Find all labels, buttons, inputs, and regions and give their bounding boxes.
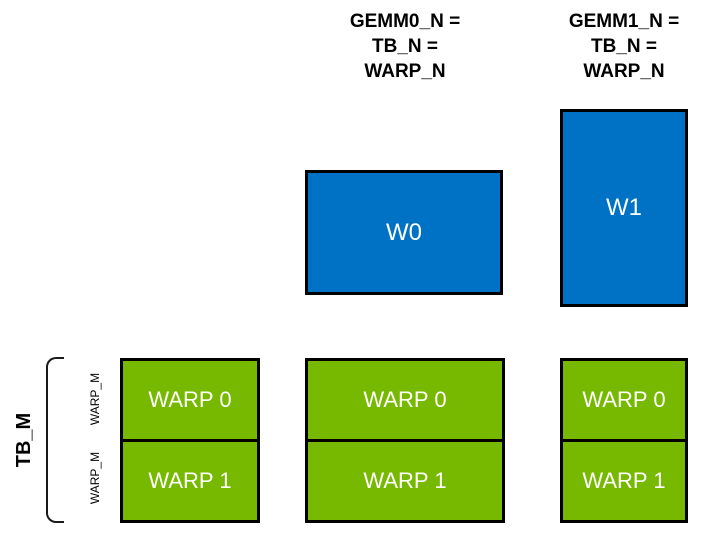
warp-row: WARP 0	[305, 358, 505, 442]
warp-tile-w0: W0	[305, 170, 503, 295]
warp-row: WARP 0	[560, 358, 688, 442]
warp-row-label: WARP 1	[363, 468, 447, 493]
tb-m-label: TB_M	[13, 412, 35, 468]
warp-stack-middle: WARP 0 WARP 1	[305, 358, 505, 523]
gemm0-header-line-2: TB_N =	[372, 36, 438, 57]
gemm1-header-line-1: GEMM1_N =	[568, 11, 680, 32]
warp-tile-w1-label: W1	[606, 194, 642, 221]
warp-tile-w1: W1	[560, 109, 688, 307]
warp-row: WARP 1	[120, 439, 260, 523]
warp-m-label-bottom: WARP_M	[88, 451, 102, 505]
warp-row-label: WARP 0	[582, 387, 666, 412]
warp-row-label: WARP 0	[148, 387, 232, 412]
gemm0-header-line-1: GEMM0_N =	[349, 11, 461, 32]
gemm1-column-header: GEMM1_N = TB_N = WARP_N	[524, 9, 720, 84]
warp-tile-w0-label: W0	[386, 218, 422, 246]
warp-row-label: WARP 1	[582, 468, 666, 493]
gemm0-column-header: GEMM0_N = TB_N = WARP_N	[305, 9, 505, 84]
warp-row-label: WARP 1	[148, 468, 232, 493]
warp-row: WARP 1	[305, 439, 505, 523]
warp-row-label: WARP 0	[363, 387, 447, 412]
warp-m-label-top: WARP_M	[88, 372, 102, 426]
warp-row: WARP 1	[560, 439, 688, 523]
gemm0-header-line-3: WARP_N	[364, 61, 446, 82]
gemm1-header-line-3: WARP_N	[583, 61, 665, 82]
warp-stack-right: WARP 0 WARP 1	[560, 358, 688, 523]
warp-stack-left: WARP 0 WARP 1	[120, 358, 260, 523]
tb-m-bracket	[46, 357, 64, 523]
gemm1-header-line-2: TB_N =	[591, 36, 657, 57]
warp-row: WARP 0	[120, 358, 260, 442]
